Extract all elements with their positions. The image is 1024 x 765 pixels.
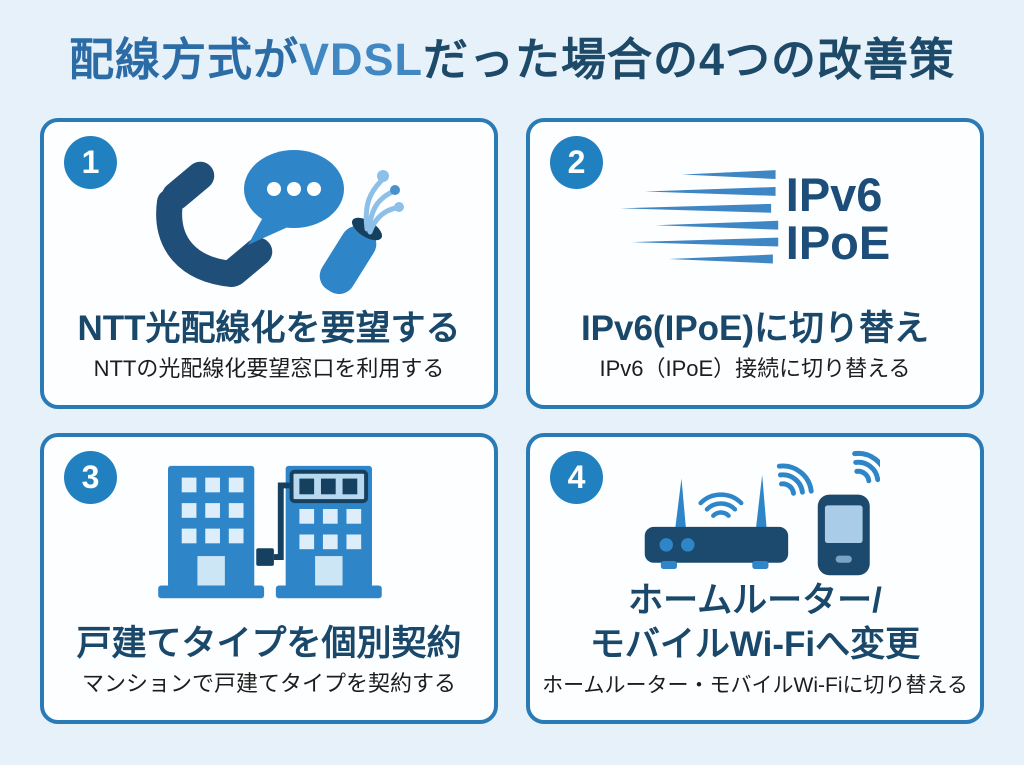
buildings-svg — [158, 466, 382, 599]
ipv6-label: IPv6 — [785, 168, 883, 222]
wifi-icon — [852, 450, 880, 484]
ipv6-ipoe-label: IPv6 IPoE — [786, 171, 890, 267]
card-heading: ホームルーター/ モバイルWi-Fiへ変更 — [589, 581, 921, 664]
card-subtext: ホームルーター・モバイルWi-Fiに切り替える — [542, 673, 968, 697]
card-kodate-type: 3 — [40, 432, 498, 724]
card-ntt-hikari: 1 — [40, 117, 498, 409]
ipv6-ipoe-speed-icon: IPv6 IPoE — [530, 122, 980, 307]
wifi-icon — [698, 492, 744, 518]
card-heading: IPv6(IPoE)に切り替え — [580, 308, 930, 348]
card-subtext: マンションで戸建てタイプを契約する — [81, 671, 456, 697]
step-number-badge: 1 — [64, 135, 117, 189]
ipoe-label: IPoE — [785, 216, 891, 270]
apartment-buildings-icon — [44, 437, 494, 622]
card-heading: NTT光配線化を要望する — [77, 308, 461, 348]
title-part-dark: だった場合の4つの改善策 — [423, 34, 956, 85]
card-heading: 戸建てタイプを個別契約 — [76, 623, 462, 663]
card-ipv6-ipoe: 2 IPv6 IPoE IPv6 — [526, 117, 984, 409]
phone-speech-fiber-icon — [44, 122, 494, 307]
router-mobile-wifi-icon — [530, 437, 980, 579]
speed-lines-icon — [619, 170, 778, 264]
wifi-icon — [776, 463, 814, 496]
title-part-vdsl: VDSL — [298, 34, 423, 85]
title-part-blue: 配線方式が — [68, 34, 299, 85]
phone-fiber-svg — [156, 150, 404, 295]
card-subtext: IPv6（IPoE）接続に切り替える — [599, 356, 911, 382]
step-number-badge: 4 — [550, 450, 603, 504]
page-title: 配線方式がVDSLだった場合の4つの改善策 — [40, 0, 984, 86]
card-subtext: NTTの光配線化要望窓口を利用する — [93, 356, 445, 382]
step-number-badge: 2 — [550, 135, 603, 189]
card-home-router-mobile: 4 — [526, 432, 984, 724]
router-mobile-svg — [644, 450, 880, 576]
step-number-badge: 3 — [64, 450, 117, 504]
cards-grid: 1 — [40, 117, 984, 724]
